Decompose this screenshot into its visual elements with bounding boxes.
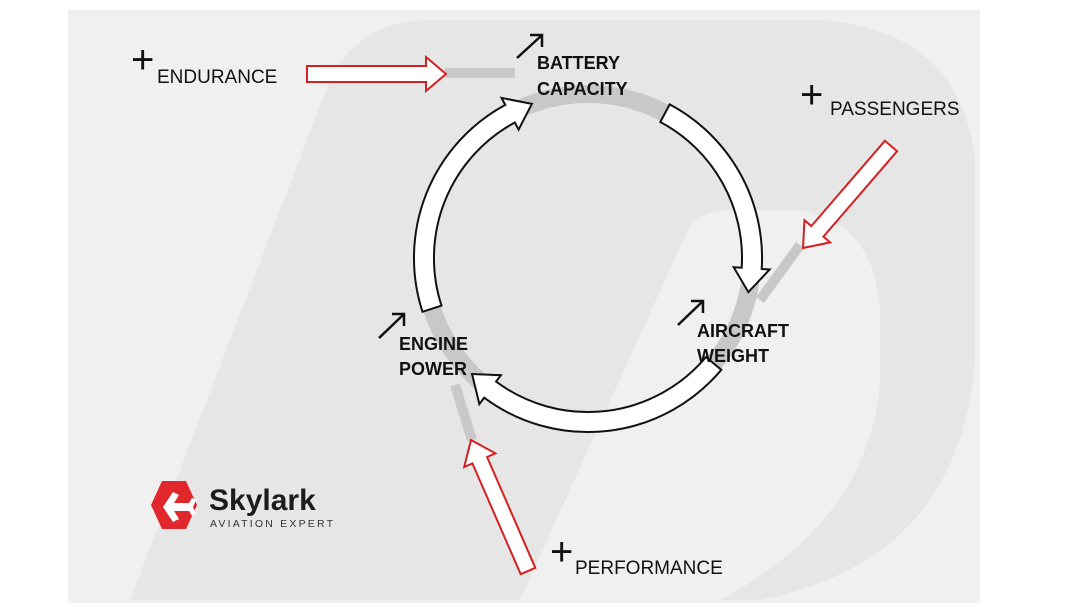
plane-icon — [163, 492, 196, 522]
plus-sign: + — [550, 530, 573, 574]
cycle-arrows — [412, 96, 772, 434]
node-battery-capacity: BATTERY CAPACITY — [516, 33, 628, 99]
node-aircraft-weight: AIRCRAFT WEIGHT — [677, 299, 789, 366]
performance-influence-arrow — [462, 438, 537, 576]
plus-sign: + — [131, 38, 154, 82]
skylark-logo: Skylark AVIATION EXPERT — [151, 481, 335, 530]
engine-line2: POWER — [399, 359, 467, 379]
factor-endurance: + ENDURANCE — [131, 38, 277, 88]
factor-performance: + PERFORMANCE — [550, 530, 723, 579]
performance-label: PERFORMANCE — [575, 558, 723, 579]
battery-line2: CAPACITY — [537, 79, 628, 99]
endurance-influence-arrow — [306, 54, 448, 94]
influence-arrows — [306, 54, 899, 576]
brand-tagline: AVIATION EXPERT — [210, 518, 335, 530]
connector-passengers — [755, 242, 805, 303]
passengers-influence-arrow — [801, 139, 899, 250]
node-engine-power: ENGINE POWER — [378, 312, 468, 379]
increase-arrow-icon — [516, 33, 544, 59]
plus-sign: + — [800, 73, 823, 117]
arrow-weight-to-engine — [470, 355, 723, 434]
engine-line1: ENGINE — [399, 334, 468, 354]
endurance-label: ENDURANCE — [157, 67, 277, 88]
battery-line1: BATTERY — [537, 53, 620, 73]
watermark-cutout — [520, 210, 880, 600]
increase-arrow-icon — [378, 312, 406, 339]
arrow-battery-to-weight — [658, 103, 772, 294]
increase-arrow-icon — [677, 299, 705, 326]
brand-name: Skylark — [209, 484, 316, 517]
passengers-label: PASSENGERS — [830, 99, 960, 120]
weight-line2: WEIGHT — [697, 346, 769, 366]
factor-passengers: + PASSENGERS — [800, 73, 960, 120]
weight-line1: AIRCRAFT — [697, 321, 789, 341]
connector-performance — [450, 383, 477, 442]
arrow-engine-to-battery — [412, 96, 534, 314]
